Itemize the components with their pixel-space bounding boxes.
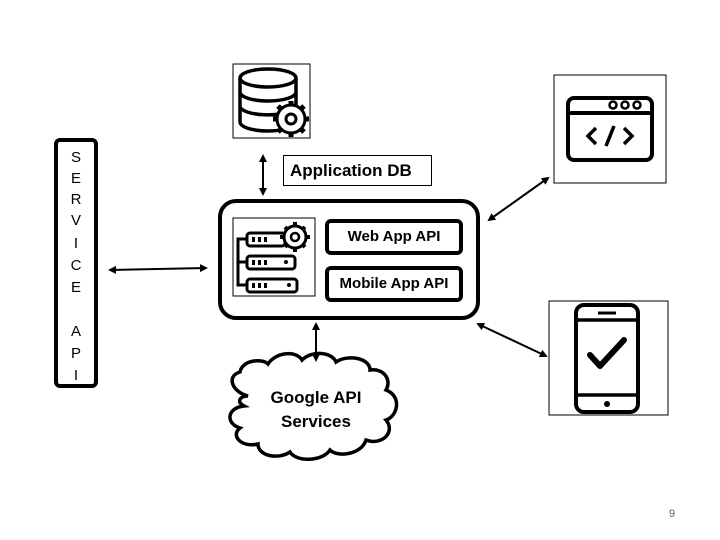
server-web-arrow <box>487 176 550 222</box>
service-api-letter: I <box>73 367 79 384</box>
service-api-letter: R <box>70 191 82 208</box>
server-container <box>218 199 480 320</box>
service-api-letter: V <box>70 212 81 229</box>
database-gear-icon <box>232 63 311 139</box>
google-api-line1: Google API <box>270 388 362 407</box>
service-api-box: S E R V I C E A P I <box>54 138 98 388</box>
google-api-line2: Services <box>281 412 351 431</box>
google-api-services-label: Google API Services <box>248 386 384 434</box>
service-api-letter: S <box>70 149 81 166</box>
service-api-letter: C <box>70 257 82 274</box>
web-app-api-box: Web App API <box>325 219 463 255</box>
browser-code-icon <box>553 74 667 184</box>
service-api-letter: A <box>70 323 81 340</box>
server-gear-icon <box>232 217 316 297</box>
page-number: 9 <box>668 508 676 520</box>
cloud-icon <box>228 351 399 461</box>
mobile-app-api-box: Mobile App API <box>325 266 463 302</box>
application-db-label: Application DB <box>283 155 432 186</box>
service-api-letter: E <box>70 170 81 187</box>
server-mobile-arrow <box>476 322 548 358</box>
service-api-letter: E <box>70 279 81 296</box>
service-api-letter: I <box>73 235 79 252</box>
service-server-arrow <box>108 264 208 274</box>
service-api-letter: P <box>70 345 81 362</box>
smartphone-checkmark-icon <box>548 300 669 416</box>
